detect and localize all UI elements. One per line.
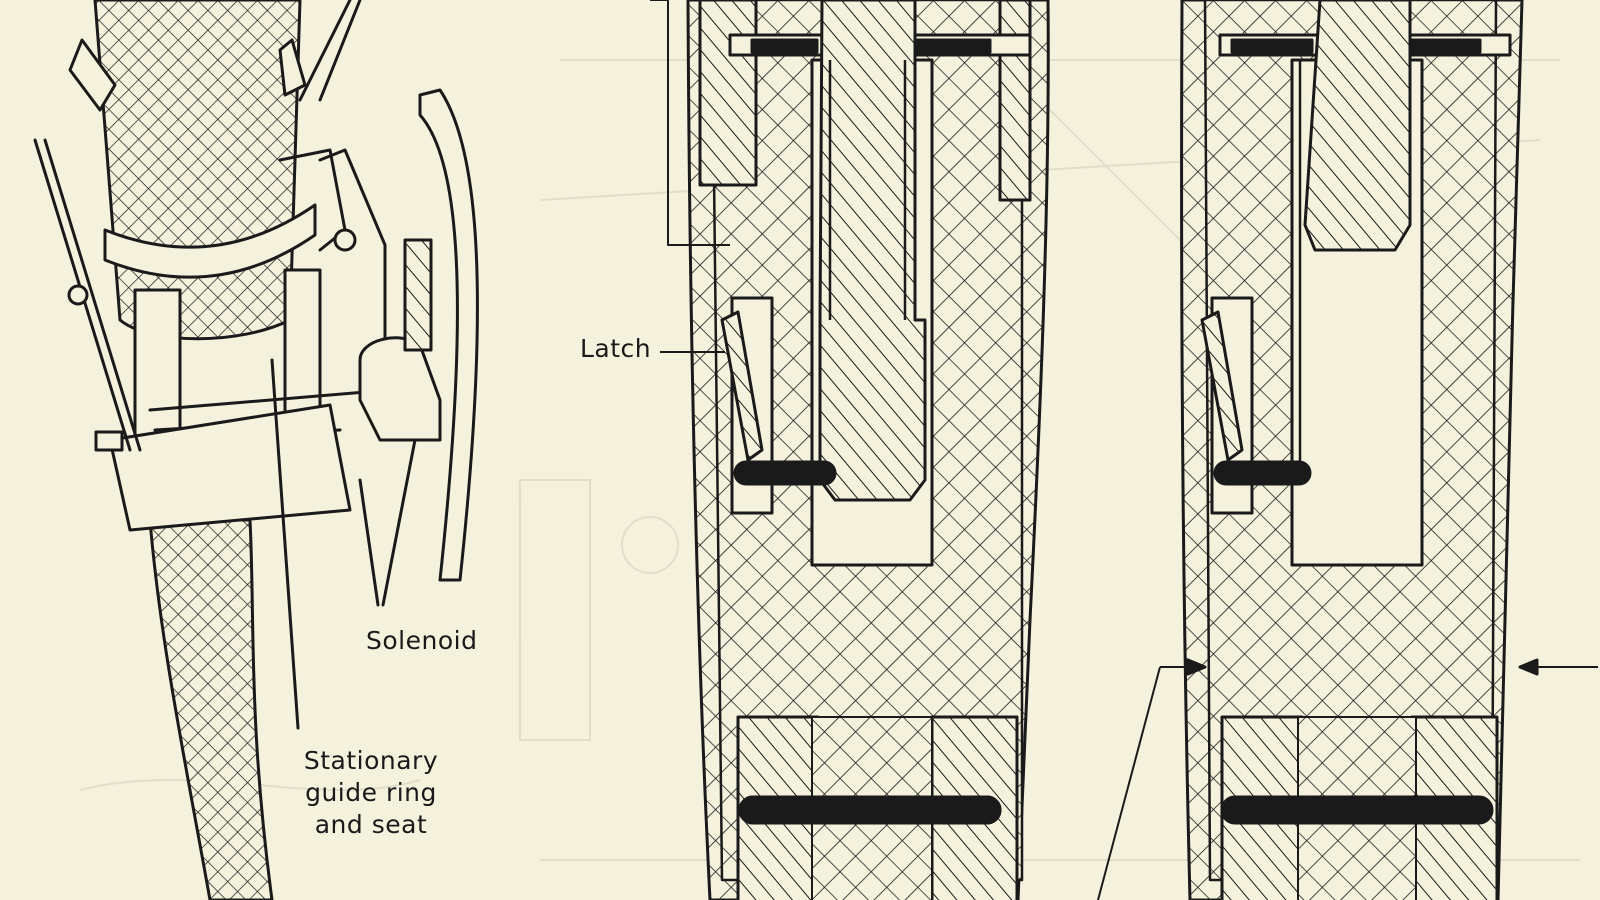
cross-section-released: [1097, 0, 1598, 900]
stationary-label-line-3: and seat: [314, 810, 428, 839]
cross-section-latched: [650, 0, 1050, 900]
netted-cable-lower: [148, 518, 274, 900]
latch: [720, 310, 764, 462]
latch-label: Latch: [580, 334, 652, 363]
retracted-plunger: [1303, 0, 1412, 252]
solenoid-body: [358, 336, 442, 442]
latch-released: [1200, 310, 1244, 462]
netted-cable-upper: [93, 0, 302, 341]
guide-band: [103, 203, 317, 279]
stationary-label-line-1: Stationary: [303, 746, 439, 775]
perspective-solenoid-assembly: [33, 0, 479, 900]
solenoid-label: Solenoid: [366, 626, 478, 655]
solenoid-spring: [403, 238, 433, 352]
base-plate: [108, 403, 352, 532]
stationary-label-line-2: guide ring: [305, 778, 437, 807]
plunger: [818, 0, 927, 502]
stationary-guide-ring-label: Stationary guide ring and seat: [286, 745, 456, 841]
